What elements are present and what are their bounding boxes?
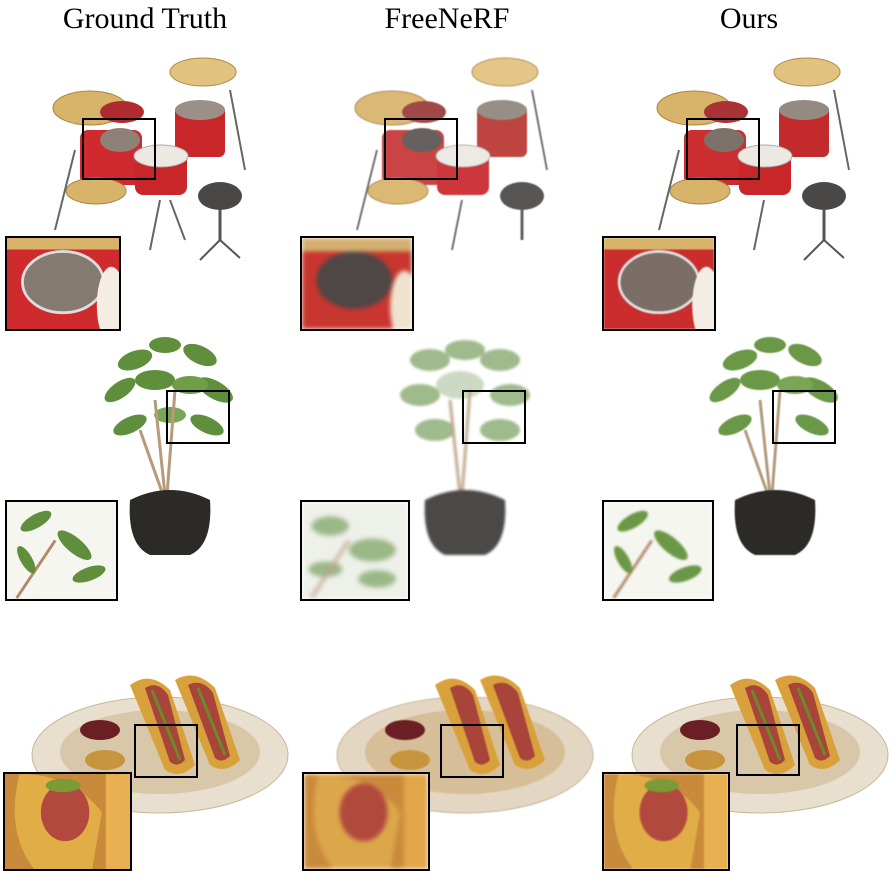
drums-zoom-icon (604, 238, 714, 329)
hotdog-zoom-icon (604, 774, 728, 869)
plant-zoom-inset-ground-truth (5, 500, 118, 601)
column-title-ground-truth: Ground Truth (62, 2, 228, 35)
plant-image-ground-truth (95, 330, 245, 562)
drums-zoom-inset-ground-truth (5, 236, 121, 331)
drums-zoom-inset-freenerf (300, 236, 414, 331)
plant-image-ours (700, 330, 850, 562)
drums-icon (656, 57, 850, 261)
plant-zoom-icon (7, 502, 116, 599)
hotdog-zoom-inset-ground-truth (3, 772, 132, 871)
plant-zoom-inset-freenerf (300, 500, 410, 601)
plant-zoom-icon (302, 502, 408, 599)
drums-zoom-icon (302, 238, 412, 329)
plant-icon (709, 337, 838, 555)
drums-image-freenerf (322, 50, 572, 270)
hotdog-zoom-icon (304, 774, 428, 869)
drums-zoom-inset-ours (602, 236, 716, 331)
plant-icon (400, 340, 530, 555)
plant-zoom-inset-ours (602, 500, 714, 601)
plant-zoom-icon (604, 502, 712, 599)
hotdog-zoom-inset-ours (602, 772, 730, 871)
drums-image-ground-truth (20, 50, 270, 270)
column-title-freenerf: FreeNeRF (384, 2, 510, 35)
drums-icon (354, 57, 548, 251)
drums-image-ours (624, 50, 874, 270)
plant-icon (104, 337, 233, 555)
hotdog-zoom-icon (5, 774, 130, 869)
drums-zoom-icon (7, 238, 119, 329)
hotdog-zoom-inset-freenerf (302, 772, 430, 871)
column-title-ours: Ours (719, 2, 779, 35)
drums-icon (52, 57, 246, 261)
plant-image-freenerf (390, 330, 540, 562)
